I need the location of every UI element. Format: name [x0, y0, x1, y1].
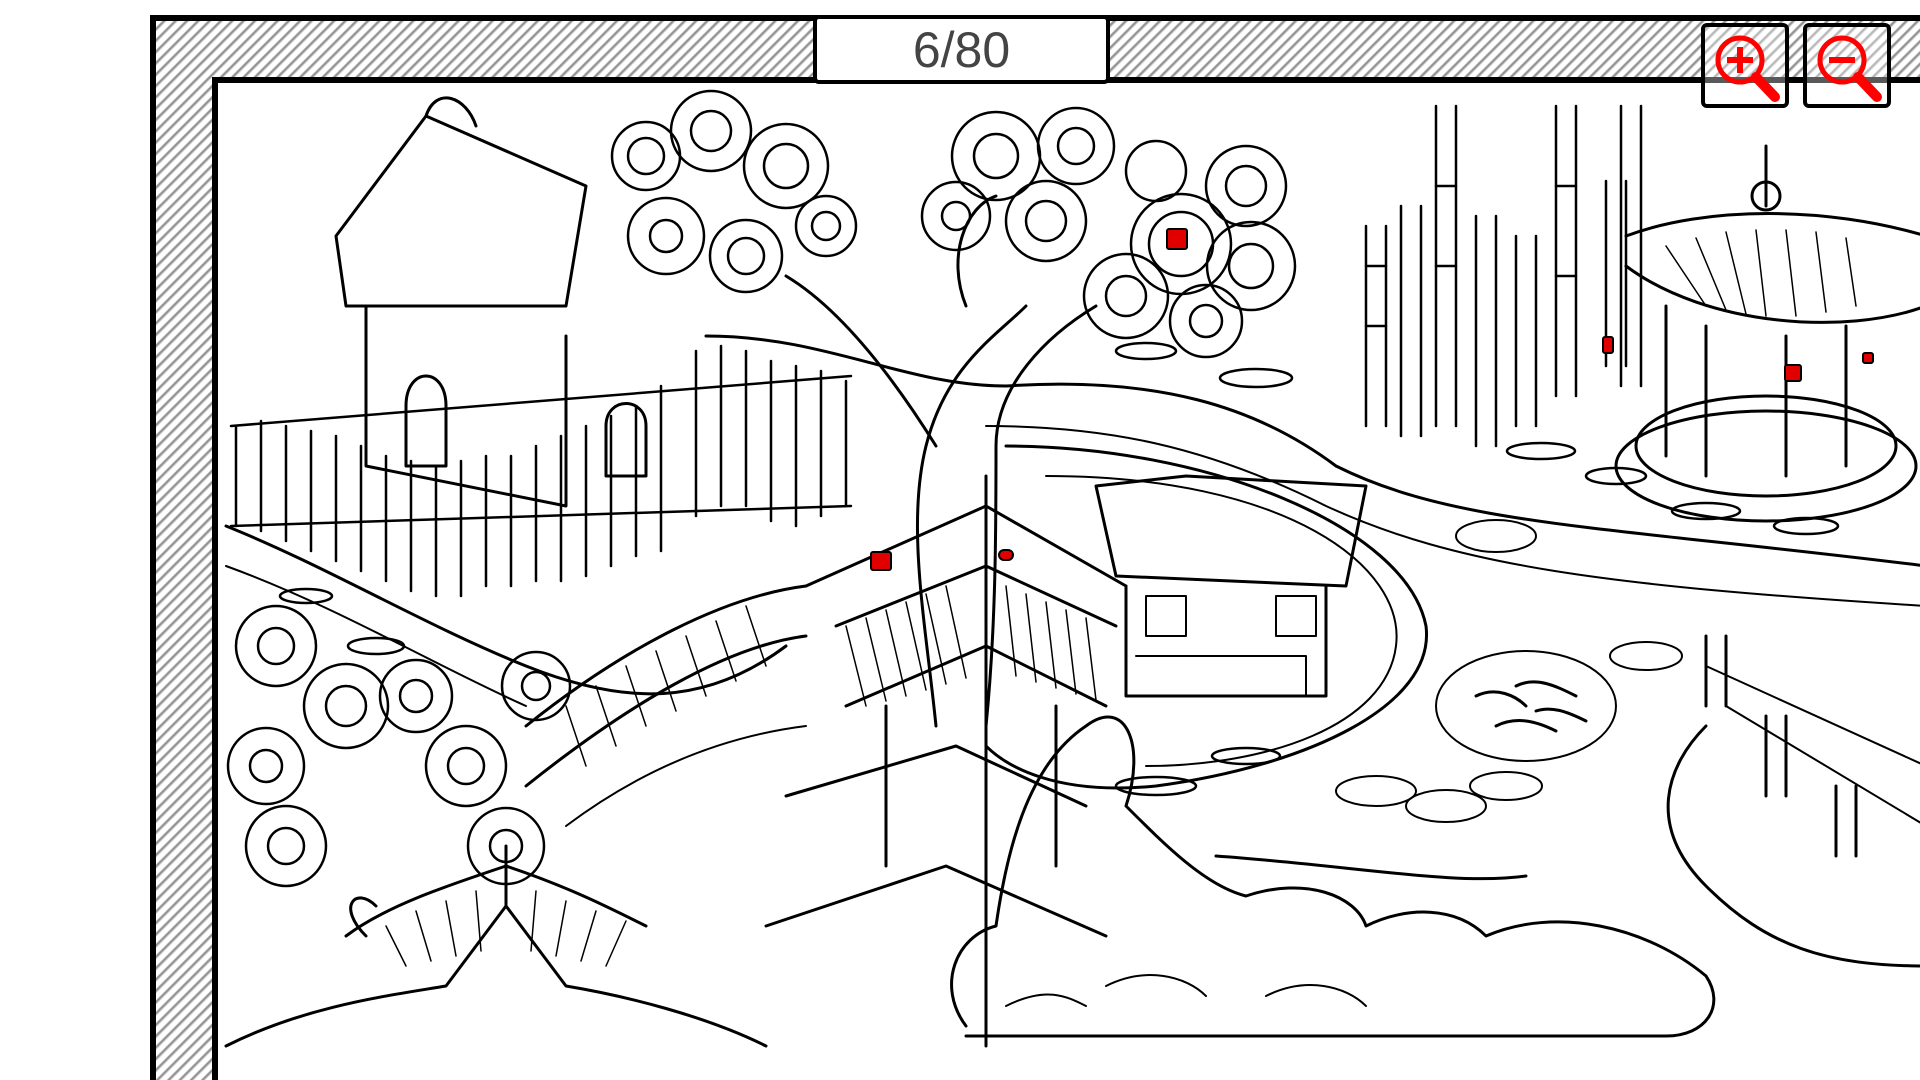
found-counter: 6/80	[813, 15, 1110, 84]
zoom-out-button[interactable]	[1803, 23, 1891, 108]
found-item-marker	[1784, 364, 1802, 382]
zoom-in-icon	[1715, 35, 1780, 102]
found-item-marker	[1166, 228, 1188, 250]
found-item-marker	[1862, 352, 1874, 364]
found-item-marker	[870, 551, 892, 571]
line-art-scene[interactable]	[218, 83, 1920, 1080]
found-item-marker	[998, 549, 1014, 561]
found-item-marker	[1602, 336, 1614, 354]
scene-canvas[interactable]	[212, 77, 1920, 1080]
found-counter-label: 6/80	[912, 21, 1011, 78]
zoom-in-button[interactable]	[1701, 23, 1789, 108]
zoom-out-icon	[1817, 35, 1882, 102]
